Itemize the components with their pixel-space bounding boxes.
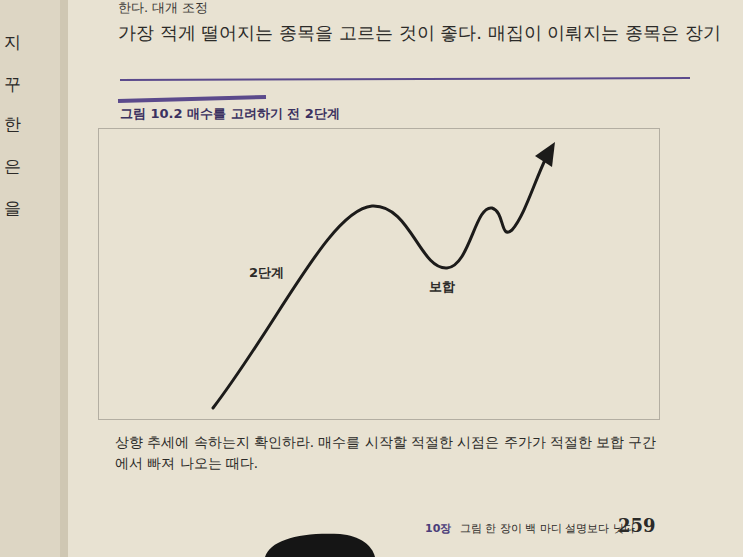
body-text-cut: 한다. 대개 조정: [118, 0, 208, 16]
figure-caption: 상향 추세에 속하는지 확인하라. 매수를 시작할 적절한 시점은 주가가 적절…: [115, 432, 670, 474]
margin-char: 지: [4, 32, 21, 52]
body-text: 가장 적게 떨어지는 종목을 고르는 것이 좋다. 매집이 이뤄지는 종목은 장…: [118, 22, 721, 44]
chapter-title: 그림 한 장이 백 마디 설명보다 낫다: [460, 522, 635, 535]
gutter: [60, 0, 68, 557]
figure-title: 그림 10.2 매수를 고려하기 전 2단계: [120, 106, 340, 122]
margin-char: 을: [4, 198, 21, 218]
title-bar: [118, 97, 266, 101]
stage-label: 2단계: [249, 265, 284, 281]
page-number: 259: [618, 515, 656, 537]
price-curve: [213, 158, 546, 408]
margin-char: 한: [4, 114, 21, 134]
margin-char: 꾸: [4, 74, 21, 94]
arrowhead: [535, 142, 555, 167]
figure-frame: 2단계보합: [98, 128, 660, 420]
chapter-number: 10장: [425, 522, 451, 535]
margin-char: 은: [4, 156, 21, 176]
rule-line: [120, 78, 690, 80]
pen-object: [265, 534, 375, 557]
left-page: [0, 0, 60, 557]
consolidation-label: 보합: [429, 279, 455, 295]
